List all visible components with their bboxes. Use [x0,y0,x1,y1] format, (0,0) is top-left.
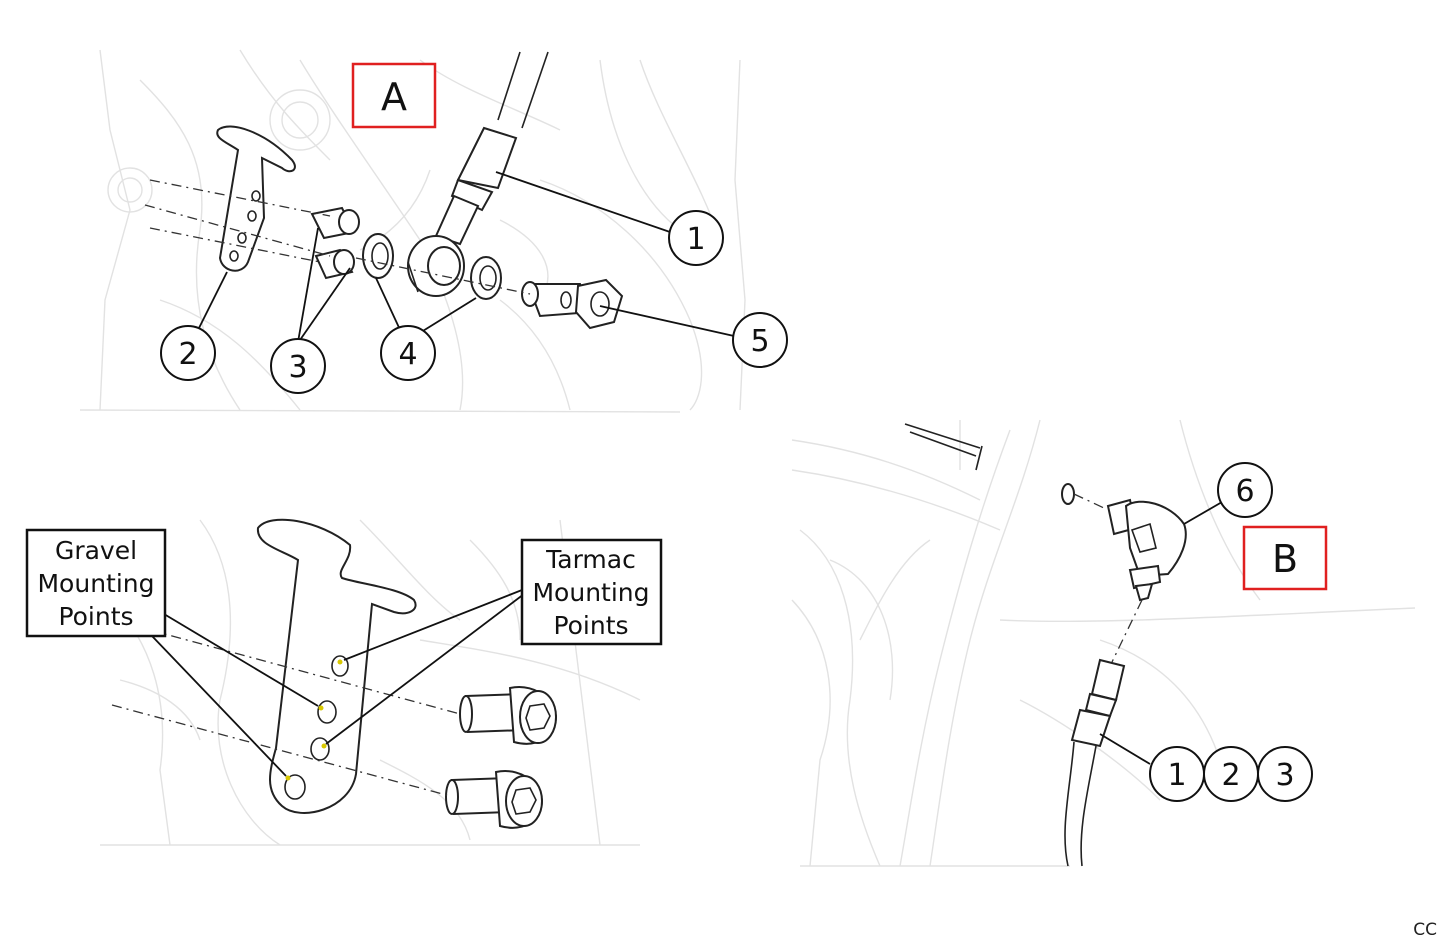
svg-text:3: 3 [288,350,307,385]
panel-b-label: B [1242,525,1328,591]
callout-a-5: 5 [732,312,788,368]
mounting-bracket-detail [256,518,417,814]
callout-a-2: 2 [160,325,216,381]
callout-a-3: 3 [270,338,326,394]
svg-text:5: 5 [750,324,769,359]
callout-b-1: 1 [1149,746,1205,802]
svg-text:2: 2 [178,337,197,372]
tarmac-mount-point-marker [321,743,327,749]
panel-a-label: A [351,62,437,129]
fitting-axis-line [1073,493,1105,509]
callout-b-3: 3 [1257,746,1313,802]
fitting-washer [1061,483,1075,505]
assembly-axis-line [144,204,331,257]
reservoir-rod [904,423,981,449]
gravel-mount-point-marker [285,775,291,781]
svg-text:A: A [381,75,407,119]
panel-a: 1 2 3 4 5 A [79,49,788,413]
callout-b-2: 2 [1203,746,1259,802]
banjo-bolt [521,278,624,330]
callout-b-6: 6 [1217,462,1273,518]
panel-detail: Gravel Mounting Points Tarmac Mounting P… [25,518,663,846]
svg-text:B: B [1272,537,1298,581]
fitting-axis-line [1111,599,1143,663]
svg-text:3: 3 [1275,758,1294,793]
svg-text:Points: Points [553,611,628,640]
crush-washers [362,233,502,300]
svg-text:Points: Points [58,602,133,631]
svg-text:4: 4 [398,337,417,372]
callout-a-4: 4 [380,325,436,381]
svg-text:Mounting: Mounting [532,578,649,607]
copyright-mark: CC [1413,920,1437,940]
callout-a-1: 1 [668,210,724,266]
detail-axis-line [111,704,451,797]
svg-text:2: 2 [1221,758,1240,793]
hose-end-fitting [1064,658,1126,867]
brake-line-hose [434,51,549,246]
tarmac-mount-point-marker [337,659,343,665]
gravel-mounting-points-label: Gravel Mounting Points [25,528,167,638]
svg-text:Gravel: Gravel [55,536,137,565]
tarmac-mounting-points-label: Tarmac Mounting Points [520,538,663,646]
panel-a-background [79,49,746,413]
detail-bolts [445,686,558,829]
gravel-mount-point-marker [318,705,324,711]
svg-text:1: 1 [686,222,705,257]
svg-text:Mounting: Mounting [37,569,154,598]
svg-text:1: 1 [1167,758,1186,793]
assembly-axis-line [355,257,531,295]
banjo-fitting [407,235,465,297]
elbow-fitting [1106,498,1187,602]
detail-axis-line [149,629,461,715]
panel-b: 6 1 2 3 B [791,419,1416,867]
assembly-axis-line [149,179,331,217]
svg-text:6: 6 [1235,474,1254,509]
svg-text:Tarmac: Tarmac [545,545,636,574]
bracket-bolts [310,206,360,280]
mounting-bracket-small [216,125,296,272]
assembly-axis-line [149,227,321,263]
panel-b-background [791,419,1416,867]
